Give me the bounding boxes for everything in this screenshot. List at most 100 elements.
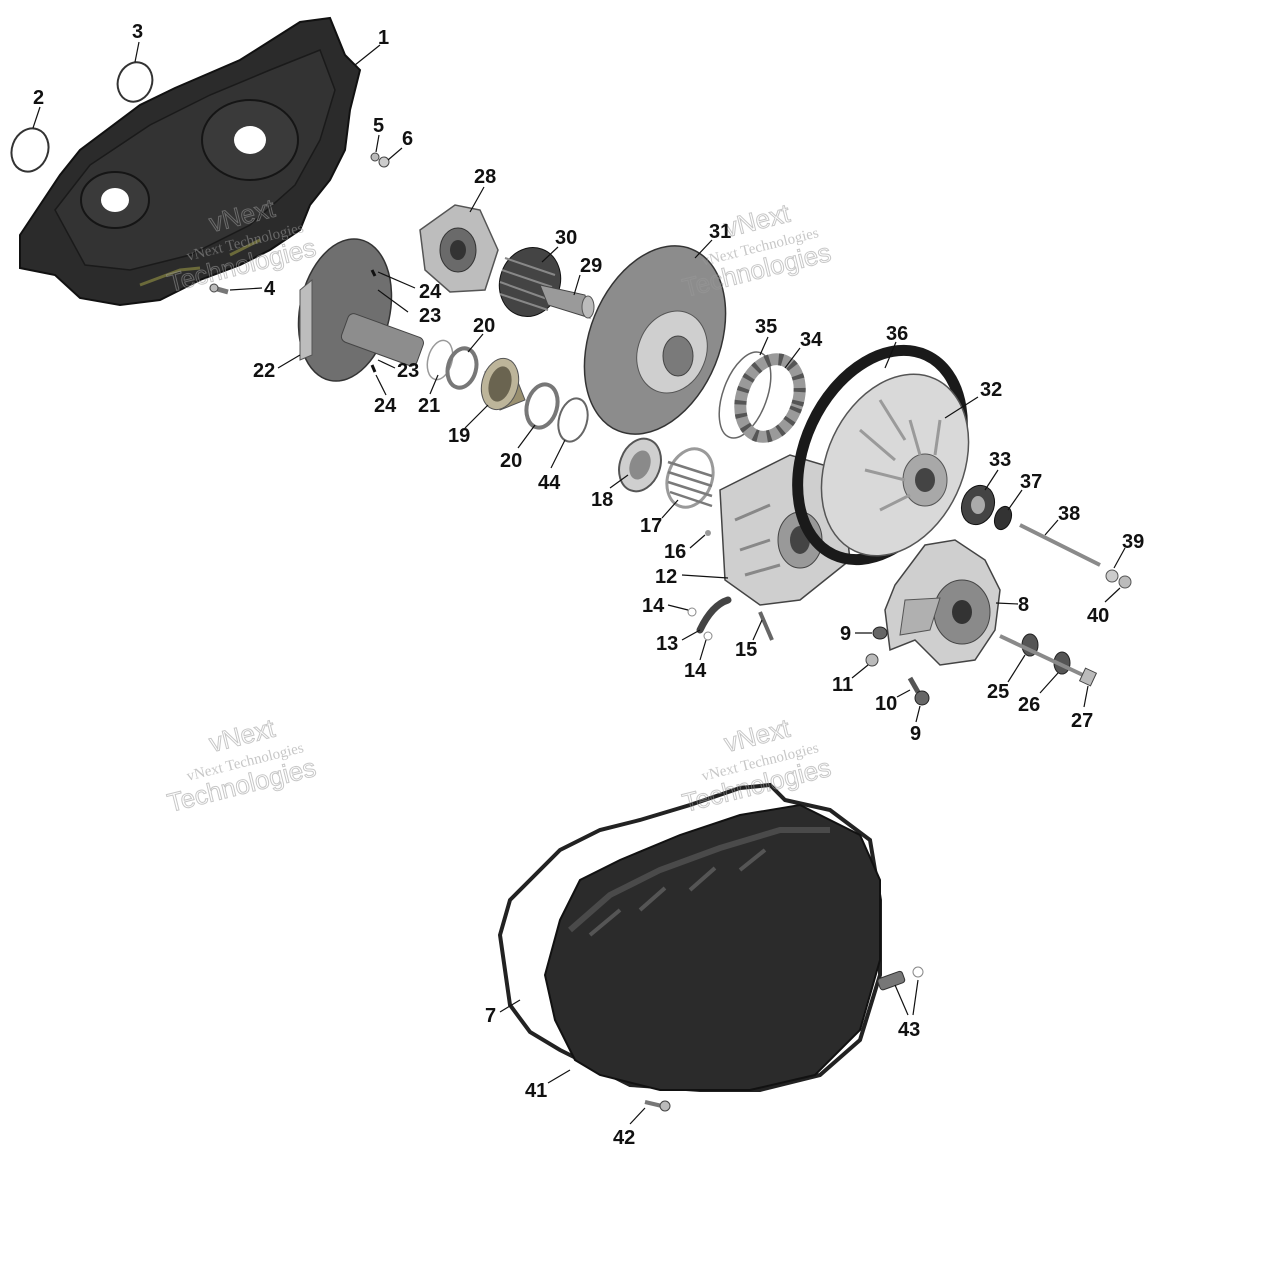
leader-13	[681, 629, 701, 641]
leader-23b	[377, 359, 396, 369]
leader-36	[884, 341, 897, 369]
spring-30-part	[498, 247, 562, 317]
leader-17	[661, 499, 679, 519]
o-ring-3-part	[116, 61, 154, 103]
callout-38: 38	[1058, 503, 1080, 525]
nut-40-part	[1118, 575, 1132, 589]
fixed-sheave-22-part	[297, 238, 424, 382]
callout-7: 7	[485, 1005, 496, 1027]
leader-1	[354, 44, 381, 66]
bearing-18-part	[618, 437, 662, 493]
callout-23b: 23	[397, 360, 419, 382]
bolt-27-part	[999, 634, 1098, 687]
leader-26	[1039, 672, 1059, 694]
callout-42: 42	[613, 1127, 635, 1149]
callout-23a: 23	[419, 305, 441, 327]
ball-16-part	[705, 530, 711, 536]
callout-10: 10	[875, 693, 897, 715]
callout-13: 13	[656, 633, 678, 655]
leader-2	[32, 106, 41, 129]
spider-28-part	[419, 204, 499, 293]
ring-44-part	[557, 397, 589, 443]
spring-clip-24a-part	[370, 269, 377, 277]
leader-24a	[377, 271, 416, 289]
callout-11: 11	[832, 674, 853, 696]
callout-26: 26	[1018, 694, 1040, 716]
callout-25: 25	[987, 681, 1009, 703]
leader-11	[851, 664, 869, 679]
leader-15	[752, 619, 763, 641]
callout-16: 16	[664, 541, 686, 563]
callout-43: 43	[898, 1019, 920, 1041]
cam-8-part	[884, 539, 1001, 666]
outer-cover-41-part	[543, 803, 881, 1091]
clamp-14a-part	[687, 607, 697, 617]
watermark-2: vNext vNext Technologies Technologies	[679, 197, 835, 303]
pin-10-part	[907, 676, 921, 694]
callout-29: 29	[580, 255, 602, 277]
callout-41: 41	[525, 1080, 547, 1102]
callout-14b: 14	[684, 660, 707, 682]
callout-24b: 24	[374, 395, 397, 417]
leader-29	[573, 274, 581, 296]
callout-44: 44	[538, 472, 561, 494]
bearing-33-part	[960, 484, 996, 526]
callout-27: 27	[1071, 710, 1093, 732]
leader-16	[689, 534, 706, 549]
washer-39-part	[1105, 569, 1119, 583]
callout-9b: 9	[910, 723, 921, 745]
leader-39	[1113, 547, 1126, 569]
callout-32: 32	[980, 379, 1002, 401]
leader-24b	[375, 374, 387, 396]
bolt-4-part	[209, 283, 229, 295]
leader-42	[629, 1107, 646, 1125]
leader-4	[229, 287, 263, 291]
bolt-42-part	[644, 1100, 671, 1112]
callout-4: 4	[264, 278, 276, 300]
callout-40: 40	[1087, 605, 1109, 627]
leader-33	[984, 469, 999, 491]
leader-27	[1083, 685, 1089, 708]
leader-9b	[915, 705, 921, 723]
ring-21-part	[426, 339, 454, 381]
leader-12	[681, 574, 729, 579]
callout-12: 12	[655, 566, 677, 588]
pin-15-part	[758, 611, 774, 641]
callout-19: 19	[448, 425, 470, 447]
leader-43a	[894, 984, 909, 1016]
washer-5-part	[370, 152, 380, 162]
sliding-sheave-31-part	[583, 245, 727, 435]
leader-6	[387, 147, 403, 161]
callout-37: 37	[1020, 471, 1042, 493]
leader-23a	[377, 289, 409, 313]
callout-36: 36	[886, 323, 908, 345]
callout-17: 17	[640, 515, 662, 537]
leader-20a	[467, 333, 484, 353]
leader-19	[464, 404, 489, 429]
hose-13-part	[696, 596, 732, 634]
callout-1: 1	[378, 27, 389, 49]
leader-5	[375, 134, 380, 153]
leader-30	[541, 246, 559, 263]
callout-33: 33	[989, 449, 1011, 471]
leader-7	[499, 999, 521, 1013]
callout-20a: 20	[473, 315, 495, 337]
leader-40	[1104, 587, 1121, 603]
callout-28: 28	[474, 166, 496, 188]
leader-3	[134, 41, 140, 63]
callout-21: 21	[418, 395, 440, 417]
inner-housing-part	[19, 16, 362, 307]
callout-24a: 24	[419, 281, 442, 303]
leader-34	[784, 347, 801, 369]
callout-labels: 1 2 3 4 5 6 7 8 9 9 10 11 12 13 14 14 15…	[33, 21, 1144, 1149]
washer-37-part	[993, 505, 1013, 531]
callout-20b: 20	[500, 450, 522, 472]
shaft-29-part	[539, 284, 595, 319]
callout-14a: 14	[642, 595, 665, 617]
bolt-38-part	[1019, 523, 1101, 567]
leader-41	[547, 1069, 571, 1084]
clamp-14b-part	[703, 631, 713, 641]
watermark-4: vNext vNext Technologies Technologies	[679, 712, 835, 818]
callout-22: 22	[253, 360, 275, 382]
